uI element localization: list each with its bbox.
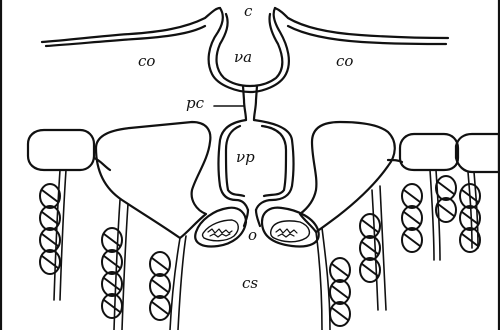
subsidiary-cell-right bbox=[300, 122, 395, 232]
guard-cell-right-nucleus-texture bbox=[276, 229, 297, 237]
thickenings-right-1 bbox=[330, 258, 350, 326]
label-c: c bbox=[244, 4, 252, 19]
thickenings-left-2 bbox=[102, 228, 122, 318]
guard-cell-right bbox=[262, 208, 319, 247]
label-vp: νp bbox=[236, 150, 255, 165]
label-o: o bbox=[248, 228, 257, 243]
vestibule-posterior-inner bbox=[226, 126, 286, 196]
epidermal-cell-right-2 bbox=[456, 134, 499, 172]
label-co-left: co bbox=[138, 54, 155, 69]
wall-lines-left bbox=[170, 236, 186, 330]
thickenings-left-3 bbox=[150, 252, 170, 320]
subsidiary-cell-left bbox=[96, 122, 210, 238]
thickenings-right-3 bbox=[402, 184, 422, 252]
cuticle-left bbox=[42, 8, 220, 42]
label-pc: pc bbox=[186, 96, 204, 111]
epidermal-cell-right-1 bbox=[400, 134, 458, 170]
epidermal-cell-left-1 bbox=[28, 130, 94, 170]
label-cs: cs bbox=[242, 276, 258, 291]
wall-lines-right bbox=[316, 228, 330, 330]
label-va: νa bbox=[234, 50, 252, 65]
wall-left-a bbox=[94, 158, 110, 170]
label-co-right: co bbox=[336, 54, 353, 69]
cuticle-left-inner bbox=[46, 26, 205, 46]
guard-cell-left-nucleus-texture bbox=[208, 229, 232, 237]
cuticle-right bbox=[275, 8, 448, 38]
